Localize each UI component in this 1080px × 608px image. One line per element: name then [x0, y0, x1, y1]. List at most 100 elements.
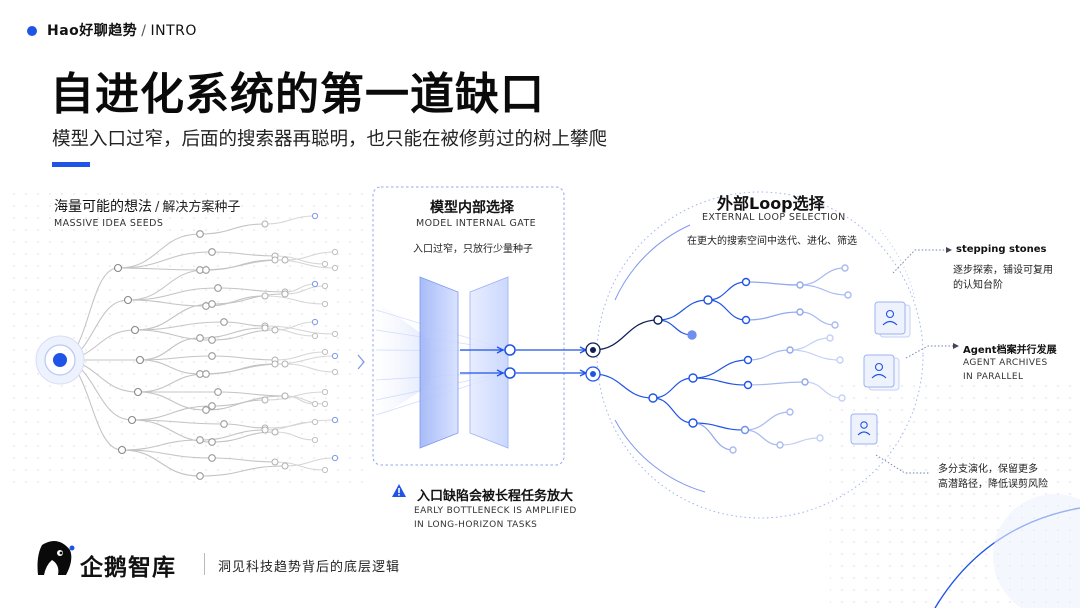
gate-out-node-2	[504, 367, 516, 379]
gate-out-node-1	[504, 344, 516, 356]
gate-panel-border	[372, 186, 565, 466]
footer-logo-text: 企鹅智库	[80, 555, 176, 581]
title-accent-bar	[52, 162, 90, 167]
footer-divider	[204, 553, 205, 575]
idea-node	[117, 445, 127, 455]
idea-node	[321, 400, 329, 408]
loop-node	[688, 373, 698, 383]
idea-node	[311, 436, 319, 444]
gate-title-en: MODEL INTERNAL GATE	[416, 218, 537, 229]
loop-node	[826, 334, 834, 342]
idea-node	[261, 426, 269, 434]
gate-note: 入口过窄，只放行少量种子	[413, 244, 533, 255]
loop-node	[844, 291, 852, 299]
loop-node	[786, 408, 794, 416]
loop-title: 外部Loop选择	[717, 194, 825, 213]
idea-node	[311, 318, 319, 326]
idea-node	[202, 370, 210, 378]
idea-node	[311, 212, 319, 220]
idea-node	[311, 400, 319, 408]
branch-note-line1: 多分支演化，保留更多	[938, 464, 1038, 475]
archive-card-2	[863, 354, 900, 391]
loop-tree	[592, 267, 849, 451]
idea-node	[271, 458, 279, 466]
idea-node	[123, 295, 133, 305]
warning-icon	[392, 484, 406, 497]
idea-node	[281, 360, 289, 368]
idea-node	[271, 428, 279, 436]
idea-node	[261, 220, 269, 228]
idea-node	[331, 454, 339, 462]
idea-node	[208, 352, 216, 360]
root-seed-node	[53, 353, 67, 367]
idea-node	[281, 290, 289, 298]
loop-arc-top	[614, 224, 691, 301]
loop-node	[838, 394, 846, 402]
loop-node	[796, 281, 804, 289]
idea-node	[130, 325, 140, 335]
idea-node	[208, 336, 216, 344]
idea-node	[261, 324, 269, 332]
archive-card-3	[850, 413, 878, 445]
idea-node	[208, 454, 216, 462]
gate-title: 模型内部选择	[430, 200, 514, 216]
gate-plate-right	[469, 276, 509, 449]
idea-node	[271, 326, 279, 334]
loop-title-en: EXTERNAL LOOP SELECTION	[702, 212, 846, 223]
idea-node	[321, 260, 329, 268]
idea-node	[196, 472, 204, 480]
warning-text: 入口缺陷会被长程任务放大	[417, 489, 574, 504]
idea-node	[113, 263, 123, 273]
loop-node	[648, 393, 658, 403]
idea-node	[196, 230, 204, 238]
idea-node	[261, 292, 269, 300]
loop-node	[801, 378, 809, 386]
idea-node	[321, 466, 329, 474]
loop-arc-bottom	[614, 419, 706, 493]
page-subtitle: 模型入口过窄，后面的搜索器再聪明，也只能在被修剪过的树上攀爬	[52, 129, 608, 150]
seeds-title-en: MASSIVE IDEA SEEDS	[54, 218, 164, 229]
loop-node	[703, 295, 713, 305]
loop-node	[687, 330, 697, 340]
loop-node	[653, 315, 663, 325]
idea-node	[196, 334, 204, 342]
seeds-title-sep: /	[155, 200, 160, 215]
loop-node	[836, 356, 844, 364]
idea-node	[202, 406, 210, 414]
loop-node	[816, 434, 824, 442]
idea-node	[321, 348, 329, 356]
idea-node	[127, 415, 137, 425]
idea-node	[331, 416, 339, 424]
page-title: 自进化系统的第一道缺口	[50, 69, 545, 120]
stepping-stones-title: stepping stones	[956, 244, 1047, 255]
chevron-right-icon	[357, 354, 365, 370]
archive-card-1	[874, 301, 911, 338]
stepping-stones-line1: 逐步探索，铺设可复用	[953, 265, 1053, 276]
idea-node	[208, 438, 216, 446]
gate-plate-left	[419, 276, 459, 449]
idea-node	[220, 318, 228, 326]
loop-node	[741, 277, 751, 287]
idea-node	[271, 360, 279, 368]
branch-note-line2: 高潜路径，降低误剪风险	[938, 479, 1048, 490]
warning-en-2: IN LONG-HORIZON TASKS	[414, 520, 538, 530]
idea-node	[321, 300, 329, 308]
idea-node	[331, 330, 339, 338]
idea-node	[331, 248, 339, 256]
loop-node	[743, 355, 753, 365]
loop-nodes	[648, 264, 852, 454]
breadcrumb: Hao好聊趋势/INTRO	[47, 20, 197, 40]
penguin-logo-icon	[37, 541, 75, 575]
section-label: INTRO	[150, 23, 197, 39]
idea-node	[196, 436, 204, 444]
stepping-stones-line2: 的认知台阶	[953, 280, 1003, 291]
idea-node	[331, 264, 339, 272]
idea-node	[281, 462, 289, 470]
idea-nodes	[113, 212, 339, 480]
idea-node	[261, 396, 269, 404]
seeds-title-zh2: 解决方案种子	[162, 200, 241, 215]
idea-node	[133, 387, 143, 397]
loop-node	[729, 446, 737, 454]
breadcrumb-separator: /	[141, 23, 147, 39]
